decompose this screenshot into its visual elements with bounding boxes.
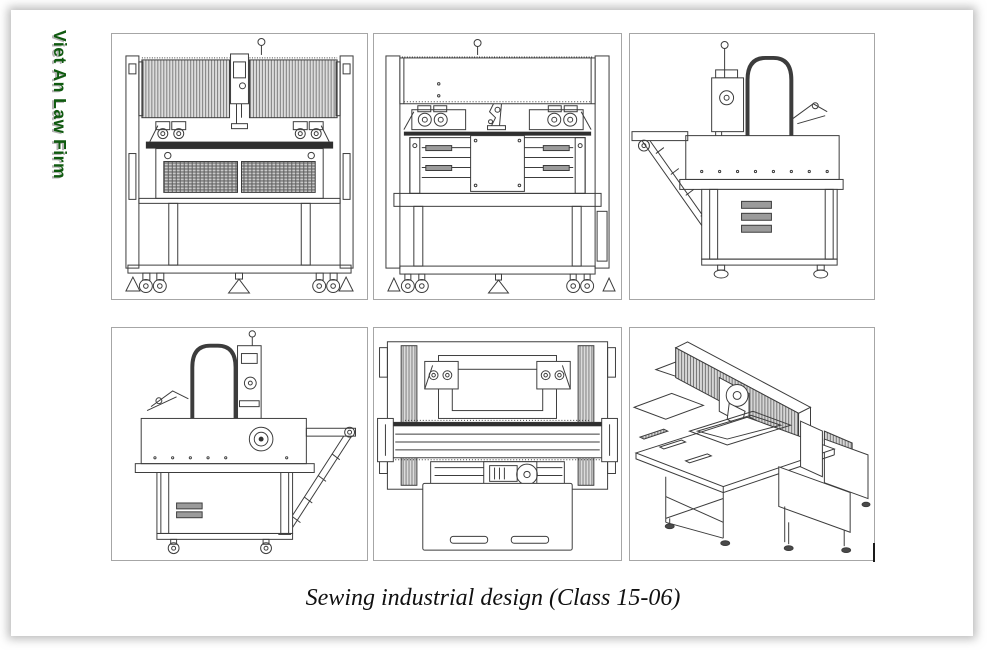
stray-mark-line <box>873 543 875 562</box>
figure-cell-perspective-view <box>629 327 875 561</box>
caption-text: Sewing industrial design (Class 15-06) <box>305 585 681 611</box>
figure-cell-rear-view <box>373 33 622 300</box>
machine-right-side-view-drawing <box>631 41 844 279</box>
figure-cell-top-plan-view <box>373 327 622 561</box>
machine-rear-view-drawing <box>385 39 616 294</box>
figure-cell-front-view <box>111 33 368 300</box>
figure-cell-left-side-view <box>111 327 368 561</box>
machine-top-plan-view-drawing <box>377 341 618 551</box>
figure-cell-right-side-view <box>629 33 875 300</box>
machine-perspective-view-drawing <box>632 341 871 553</box>
watermark-text: Viet An Law Firm <box>50 30 70 179</box>
machine-left-side-view-drawing <box>134 330 356 555</box>
machine-front-view-drawing <box>125 38 354 294</box>
